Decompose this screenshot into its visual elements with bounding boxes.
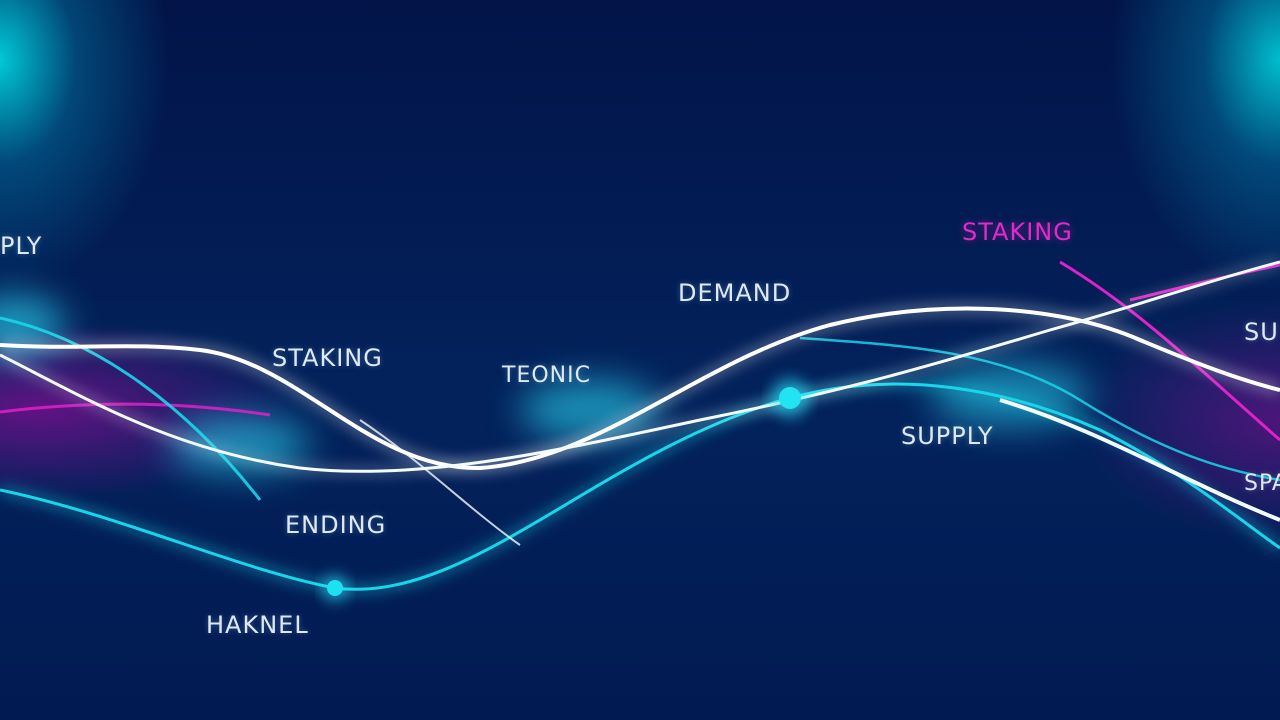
cyan-node-dot [779,387,801,409]
label-staking-left: STAKING [272,344,383,372]
cyan-node-dot [327,580,343,596]
glow-spot [170,417,310,473]
white-wave-line [359,419,521,546]
glow-spot [0,295,65,355]
cyan-wave-line [799,336,1280,482]
white-wave-line [999,398,1280,522]
label-demand: DEMAND [678,279,792,307]
label-staking-top-right: STAKING [962,218,1073,246]
cyan-wave-line [0,316,262,501]
cyan-wave-line [0,382,1280,591]
magenta-wave-line [0,402,271,417]
white-wave-line [0,306,1280,471]
magenta-wave-line [1059,260,1280,442]
label-supply-right-edge: SU [1244,318,1279,346]
label-spa-edge: SPA [1244,471,1280,496]
label-supply-left: PLY [0,232,43,260]
label-supply-center: SUPPLY [901,422,994,450]
label-haknel: HAKNEL [206,611,309,639]
label-ending: ENDING [285,511,387,539]
label-teonic: TEONIC [502,363,591,388]
white-wave-line [0,260,1280,473]
